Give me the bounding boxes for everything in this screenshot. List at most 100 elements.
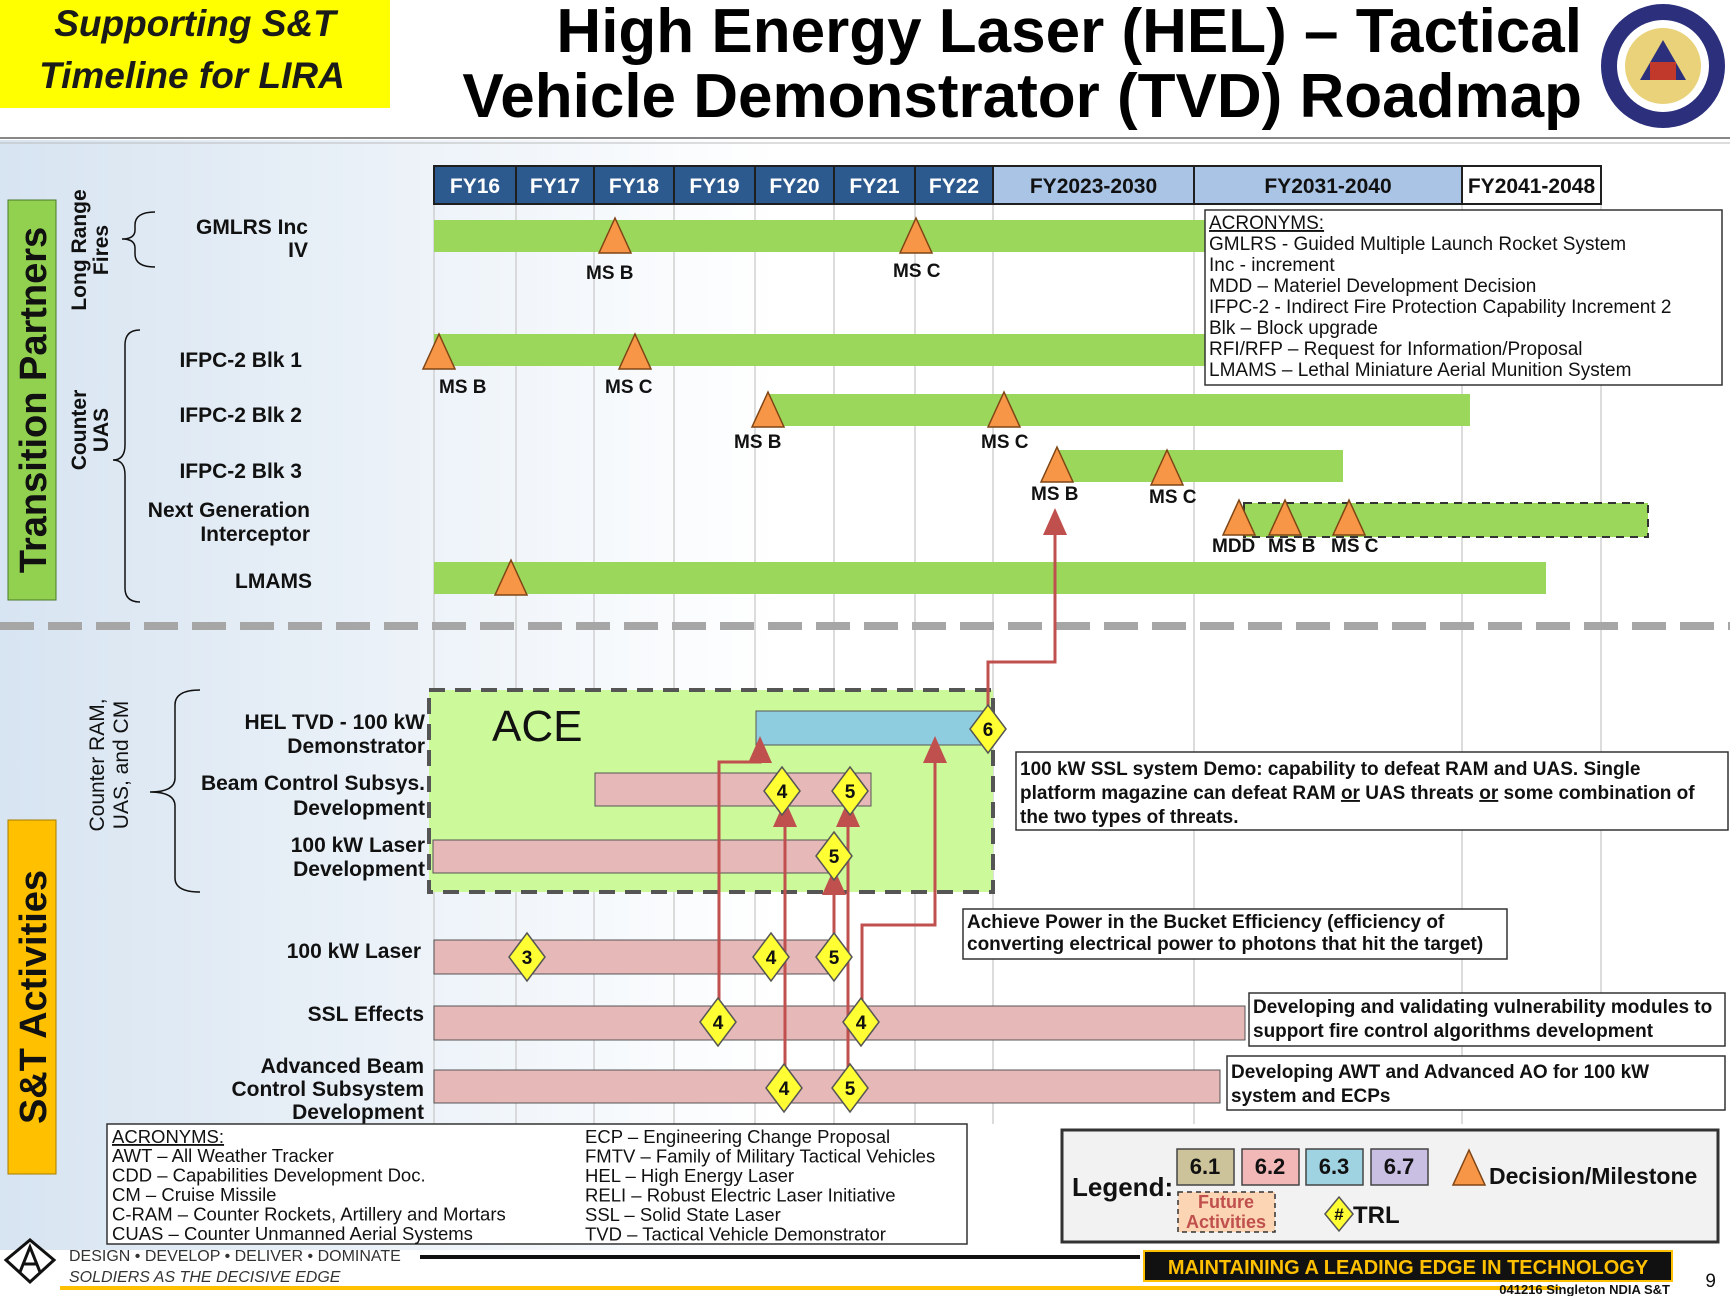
row-label-ifpc-blk3: IFPC-2 Blk 3 xyxy=(179,460,302,483)
acronyms-bottom-box xyxy=(106,1123,968,1245)
title-line1: High Energy Laser (HEL) – Tactical xyxy=(556,0,1582,66)
trl-value-beam-5: 5 xyxy=(845,782,856,803)
bar-ifpc-blk3 xyxy=(1056,450,1343,482)
row-label-ifpc-blk1: IFPC-2 Blk 1 xyxy=(179,349,302,372)
milestone-blk1-c xyxy=(617,332,653,370)
row-label-abc-2: Control Subsystem xyxy=(231,1078,424,1101)
acronym-bottom-left-line: C-RAM – Counter Rockets, Artillery and M… xyxy=(112,1204,506,1225)
legend-swatch-6-3 xyxy=(1305,1148,1364,1186)
callout-bucket-box xyxy=(962,908,1508,960)
ms-label-blk1-b: MS B xyxy=(439,377,487,398)
ms-label-gmlrs-b: MS B xyxy=(586,263,634,284)
bar-abc xyxy=(433,1069,1221,1104)
callout-awt-line2: system and ECPs xyxy=(1231,1086,1390,1107)
timeline-header-label: FY22 xyxy=(929,175,979,198)
footer-motto1: DESIGN • DEVELOP • DELIVER • DOMINATE xyxy=(69,1248,401,1265)
timeline-header-label: FY2031-2040 xyxy=(1264,175,1391,198)
footer-ref: 041216 Singleton NDIA S&T xyxy=(1499,1282,1670,1296)
acronym-top-line: Inc - increment xyxy=(1209,255,1335,276)
legend-code-label: 6.2 xyxy=(1255,1154,1286,1179)
trl-value-laser-3: 3 xyxy=(522,948,533,969)
ms-label-blk2-b: MS B xyxy=(734,432,782,453)
acronym-bottom-left-line: CM – Cruise Missile xyxy=(112,1184,276,1205)
acronym-top-line: IFPC-2 - Indirect Fire Protection Capabi… xyxy=(1209,297,1672,318)
row-label-hel-tvd-1: HEL TVD - 100 kW xyxy=(245,711,426,734)
milestone-blk1-b xyxy=(421,332,457,370)
callout-bucket-line1: Achieve Power in the Bucket Efficiency (… xyxy=(967,912,1445,933)
acronyms-top-title: ACRONYMS: xyxy=(1209,213,1324,234)
row-label-hel-tvd-2: Demonstrator xyxy=(287,735,425,758)
acronyms-top-box xyxy=(1204,209,1723,386)
ms-label-blk3-c: MS C xyxy=(1149,487,1197,508)
timeline-header-cell xyxy=(433,165,517,205)
milestone-blk2-b xyxy=(750,390,786,428)
legend-swatch-6-2 xyxy=(1241,1148,1300,1186)
trl-diamond-ssl-4b xyxy=(842,996,880,1048)
trl-diamond-laser-5 xyxy=(815,931,853,983)
bar-beam-control xyxy=(594,772,872,807)
legend-future-line2: Activities xyxy=(1186,1212,1266,1232)
row-label-ngi-2: Interceptor xyxy=(200,523,310,546)
legend-future-swatch xyxy=(1177,1191,1276,1233)
callout-demo-line2: platform magazine can defeat RAM or UAS … xyxy=(1020,783,1695,804)
callout-demo-line1: 100 kW SSL system Demo: capability to de… xyxy=(1020,759,1640,780)
milestone-ngi-mdd xyxy=(1221,498,1257,536)
trl-value-abc-5: 5 xyxy=(845,1079,856,1100)
long-range-fires-label-2: Fires xyxy=(90,225,113,275)
acronym-top-line: MDD – Materiel Development Decision xyxy=(1209,276,1536,297)
bar-ifpc-blk1 xyxy=(434,334,1208,366)
arrow-ssl-to-hel xyxy=(717,736,772,1006)
timeline-header-label: FY16 xyxy=(450,175,500,198)
bar-laser-dev xyxy=(432,839,840,874)
bar-hel-tvd xyxy=(755,710,990,746)
row-label-ssl: SSL Effects xyxy=(308,1003,424,1026)
bar-lmams xyxy=(434,562,1546,594)
ace-label: ACE xyxy=(492,702,582,751)
acronym-bottom-right-line: TVD – Tactical Vehicle Demonstrator xyxy=(585,1224,886,1245)
milestone-blk2-c xyxy=(986,390,1022,428)
timeline-header-label: FY19 xyxy=(689,175,739,198)
acronym-top-line: RFI/RFP – Request for Information/Propos… xyxy=(1209,339,1582,360)
row-label-beam-control-2: Development xyxy=(293,797,425,820)
trl-value-ssl-4b: 4 xyxy=(856,1013,867,1034)
long-range-fires-label-1: Long Range xyxy=(68,189,91,310)
legend-milestone-triangle xyxy=(1451,1148,1487,1186)
timeline-header-label: FY20 xyxy=(769,175,819,198)
milestone-gmlrs-c xyxy=(898,216,934,254)
callout-vuln-box xyxy=(1248,992,1726,1047)
legend-swatch-6-1 xyxy=(1176,1148,1235,1186)
acronym-bottom-right-line: RELI – Robust Electric Laser Initiative xyxy=(585,1185,896,1206)
trl-diamond-beam-4 xyxy=(763,765,801,817)
ms-label-ngi-mdd: MDD xyxy=(1212,536,1255,557)
row-label-beam-control-1: Beam Control Subsys. xyxy=(201,772,425,795)
legend-trl-diamond xyxy=(1324,1195,1354,1233)
acronym-bottom-right-line: HEL – High Energy Laser xyxy=(585,1165,794,1186)
callout-awt-line1: Developing AWT and Advanced AO for 100 k… xyxy=(1231,1062,1649,1083)
footer-banner-text: MAINTAINING A LEADING EDGE IN TECHNOLOGY xyxy=(1168,1257,1649,1279)
row-label-ngi-1: Next Generation xyxy=(148,499,310,522)
milestone-ngi-b xyxy=(1267,498,1303,536)
trl-value-beam-4: 4 xyxy=(777,782,788,803)
ms-label-gmlrs-c: MS C xyxy=(893,261,941,282)
milestone-blk3-c xyxy=(1149,448,1185,486)
callout-bucket-line2: converting electrical power to photons t… xyxy=(967,934,1483,955)
row-label-abc-1: Advanced Beam xyxy=(261,1055,424,1078)
acronym-bottom-left-line: CDD – Capabilities Development Doc. xyxy=(112,1165,426,1186)
trl-value-abc-4: 4 xyxy=(779,1079,790,1100)
ms-label-ngi-c: MS C xyxy=(1331,536,1379,557)
arrow-ssl-to-hel-2 xyxy=(860,736,947,1006)
ms-label-blk3-b: MS B xyxy=(1031,484,1079,505)
milestone-ngi-c xyxy=(1331,498,1367,536)
row-label-gmlrs-2: IV xyxy=(288,239,308,262)
timeline-header-cell xyxy=(593,165,675,205)
acronym-bottom-left-line: AWT – All Weather Tracker xyxy=(112,1145,334,1166)
ms-label-blk2-c: MS C xyxy=(981,432,1029,453)
trl-value-ssl-4a: 4 xyxy=(713,1013,724,1034)
callout-vuln-line2: support fire control algorithms developm… xyxy=(1253,1021,1654,1042)
legend-code-label: 6.3 xyxy=(1319,1154,1350,1179)
callout-vuln-line1: Developing and validating vulnerability … xyxy=(1253,997,1712,1018)
callout-demo-box xyxy=(1015,751,1729,831)
trl-diamond-laser-3 xyxy=(508,931,546,983)
